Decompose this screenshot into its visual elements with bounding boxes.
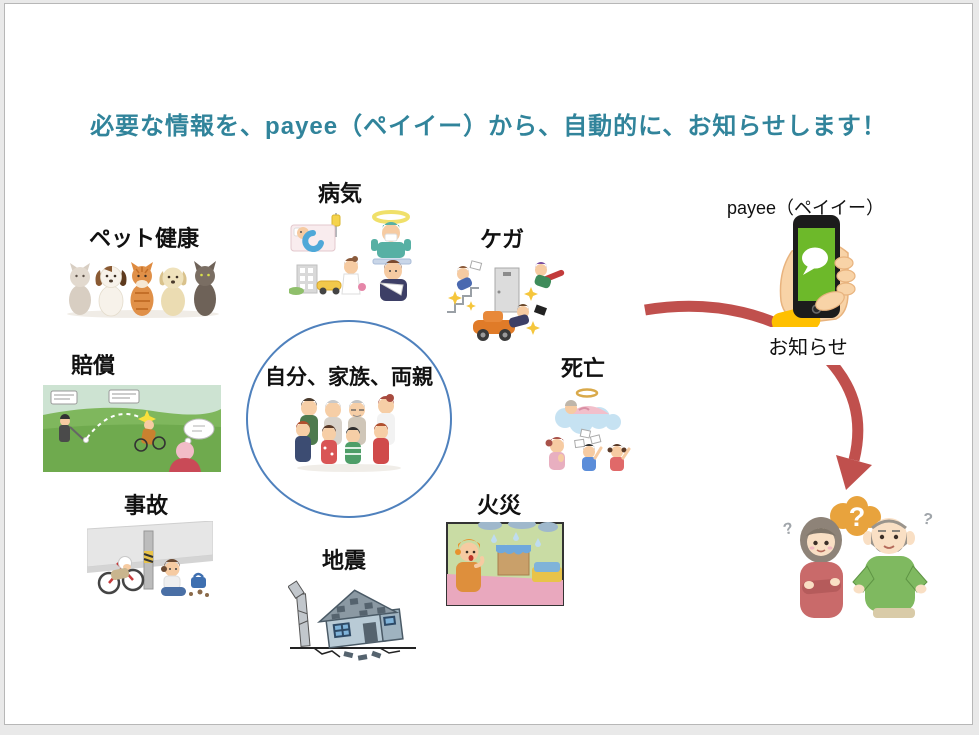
- fire-illustration: [446, 522, 564, 606]
- injury-illustration: [447, 260, 565, 341]
- slide: 必要な情報を、payee（ペイイー）から、自動的に、お知らせします！ ペット健康…: [4, 3, 973, 725]
- compensation-illustration: [43, 385, 221, 472]
- speech-bubble-icon: [802, 247, 828, 275]
- label-center-family: 自分、家族、両親: [265, 366, 433, 389]
- label-notice: お知らせ: [753, 327, 863, 365]
- elderly-woman: [800, 517, 843, 618]
- slide-title: 必要な情報を、payee（ペイイー）から、自動的に、お知らせします！: [90, 113, 887, 140]
- death-illustration: [545, 388, 631, 471]
- pets-illustration: [67, 261, 219, 318]
- label-injury: ケガ: [479, 227, 525, 252]
- illness-illustration: [289, 210, 412, 301]
- label-earthquake: 地震: [321, 548, 367, 573]
- label-pet-health: ペット健康: [89, 226, 200, 251]
- label-death: 死亡: [560, 356, 606, 381]
- label-fire: 火災: [476, 493, 522, 518]
- elderly-couple-illustration: ? ? ?: [782, 496, 934, 618]
- label-accident: 事故: [123, 493, 169, 518]
- label-payee: payee（ペイイー）: [727, 198, 885, 218]
- label-illness: 病気: [317, 181, 363, 206]
- question-cloud-icon: ?: [830, 496, 881, 536]
- earthquake-illustration: [288, 580, 416, 661]
- small-question-mark-left: ?: [782, 520, 795, 539]
- smartphone-icon: [793, 215, 840, 318]
- small-question-mark-right: ?: [921, 510, 934, 528]
- elderly-man: [852, 518, 928, 618]
- label-compensation: 賠償: [71, 353, 116, 378]
- family-illustration: [295, 394, 401, 472]
- phone-in-hand-illustration: [771, 215, 856, 337]
- family-circle: [246, 320, 452, 518]
- big-question-mark: ?: [849, 502, 866, 532]
- accident-illustration: [87, 521, 213, 597]
